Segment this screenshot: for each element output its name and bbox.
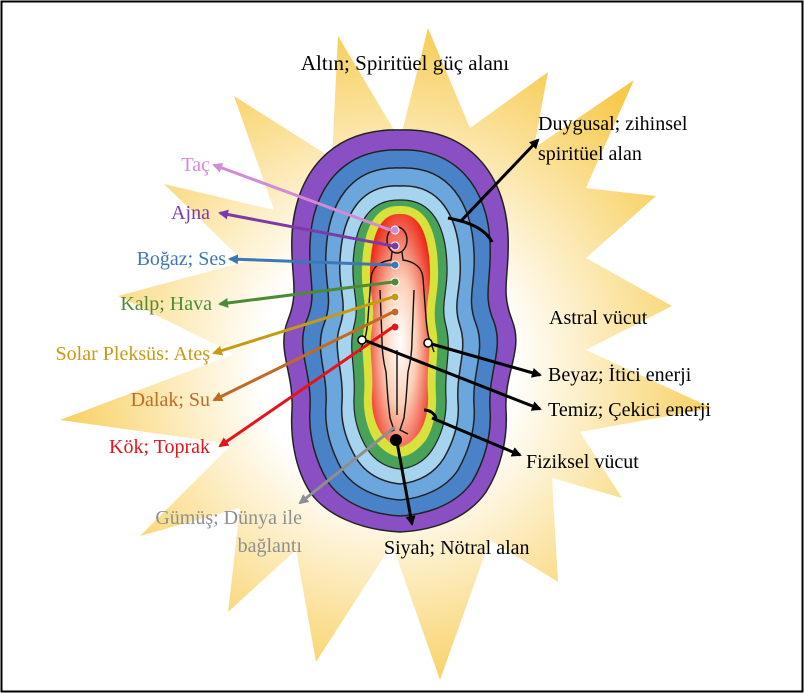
label-physical: Fiziksel vücut	[526, 451, 639, 473]
white-energy-dot	[424, 339, 432, 347]
label-throat: Boğaz; Ses	[137, 248, 227, 270]
label-silver-line1: Gümüş; Dünya ile	[155, 507, 302, 529]
label-silver-line2: bağlantı	[238, 535, 303, 557]
label-root: Kök; Toprak	[109, 436, 210, 458]
label-white: Beyaz; İtici enerji	[548, 363, 692, 386]
label-third-eye: Ajna	[171, 202, 210, 224]
clean-energy-dot	[358, 336, 366, 344]
label-crown: Taç	[181, 154, 210, 176]
title-label: Altın; Spiritüel güç alanı	[301, 51, 509, 75]
neutral-dot	[392, 436, 401, 445]
label-clean: Temiz; Çekici enerji	[548, 399, 711, 421]
label-spleen: Dalak; Su	[131, 389, 210, 411]
label-solar: Solar Pleksüs: Ateş	[56, 343, 211, 365]
label-astral: Astral vücut	[549, 307, 648, 329]
aura-layers	[284, 130, 516, 532]
aura-layer-red	[370, 214, 430, 447]
label-neutral: Siyah; Nötral alan	[384, 537, 530, 559]
label-emotional-line1: Duygusal; zihinsel	[538, 113, 688, 135]
label-emotional-line2: spiritüel alan	[538, 143, 642, 165]
label-heart: Kalp; Hava	[120, 293, 212, 315]
